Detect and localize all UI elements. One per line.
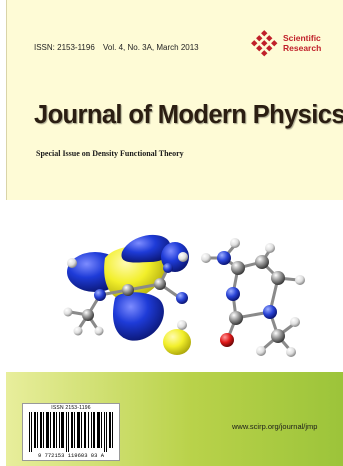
barcode-number: 9 772153 119603 03 A — [37, 452, 104, 459]
journal-title: Journal of Modern Physics — [34, 101, 343, 129]
special-issue-subtitle: Special Issue on Density Functional Theo… — [36, 149, 184, 158]
issn-text: ISSN: 2153-1196 — [34, 43, 95, 52]
publisher-line-2: Research — [283, 43, 322, 53]
right-atoms — [201, 238, 305, 357]
publisher-logo: Scientific Research — [248, 30, 340, 58]
molecular-orbital-image — [63, 234, 305, 357]
publisher-name: Scientific Research — [283, 33, 343, 53]
issn-volume-line: ISSN: 2153-1196 Vol. 4, No. 3A, March 20… — [34, 43, 199, 52]
journal-url-link[interactable]: www.scirp.org/journal/jmp — [232, 422, 318, 431]
isbn-barcode: ISSN 2153-1196 9 772153 119603 03 A — [22, 403, 120, 461]
left-atoms — [63, 252, 188, 336]
barcode-bars-icon — [29, 412, 113, 452]
header-band — [6, 0, 343, 200]
volume-issue-text: Vol. 4, No. 3A, March 2013 — [103, 43, 199, 52]
publisher-diamond-icon — [251, 30, 278, 57]
molecule-illustration — [0, 200, 343, 370]
barcode-issn: ISSN 2153-1196 — [51, 405, 91, 411]
publisher-line-1: Scientific — [283, 33, 321, 43]
